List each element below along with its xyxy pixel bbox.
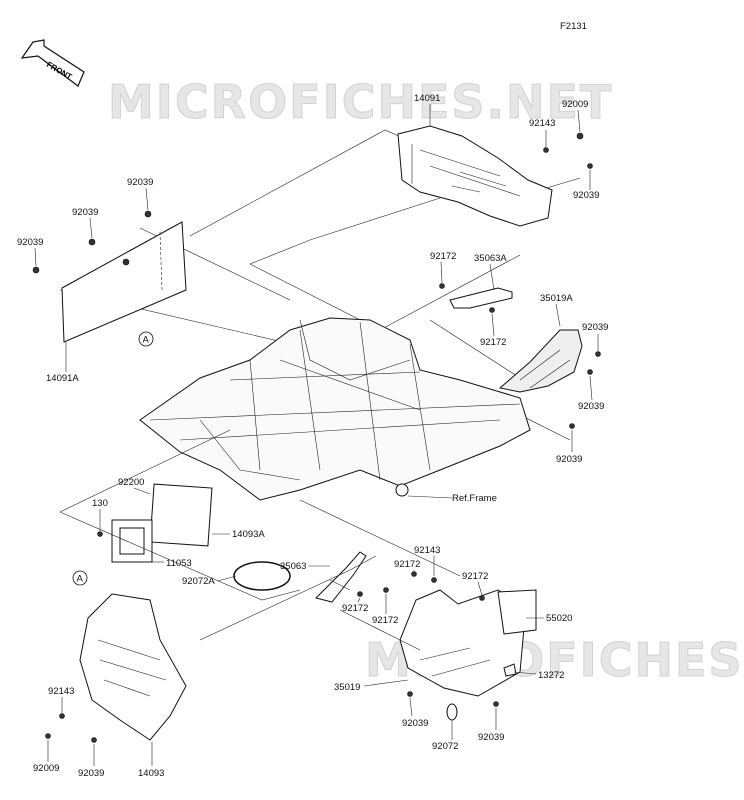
label-92039-tr: 92039 (573, 190, 599, 201)
callout-a-bottom: A (72, 570, 88, 586)
panel-14091A (61, 221, 187, 343)
fender-14093 (45, 593, 187, 743)
bracket-35063A (439, 283, 513, 313)
label-92172-d: 92172 (462, 571, 488, 582)
grommet-92072 (446, 703, 458, 721)
band-92072A (233, 561, 291, 591)
plate-14093A (97, 483, 213, 563)
label-11053: 11053 (166, 558, 192, 569)
label-14091: 14091 (414, 93, 440, 104)
label-92072: 92072 (432, 741, 458, 752)
label-35063: 35063 (280, 561, 306, 572)
leader-lines (34, 104, 599, 766)
label-92172-c: 92172 (394, 559, 420, 570)
mudguard-35019 (399, 571, 537, 721)
label-14093: 14093 (138, 768, 164, 779)
label-14093A: 14093A (232, 529, 265, 540)
label-14091A: 14091A (46, 373, 79, 384)
label-ref-frame: Ref.Frame (452, 493, 497, 504)
label-92039-r1: 92039 (582, 322, 608, 333)
label-92143-mid: 92143 (414, 545, 440, 556)
clip-13272 (503, 663, 517, 677)
label-92072A: 92072A (182, 576, 215, 587)
label-130: 130 (92, 498, 108, 509)
svg-text:A: A (77, 574, 84, 585)
label-92039-m: 92039 (402, 718, 428, 729)
label-92039-r3: 92039 (556, 454, 582, 465)
watermark-top: MICROFICHES.NET (108, 75, 613, 129)
front-arrow-icon: FRONT (20, 39, 85, 87)
figure-code: F2131 (560, 21, 587, 32)
label-92039-bl: 92039 (78, 768, 104, 779)
label-92200: 92200 (118, 477, 144, 488)
label-92009-bottom: 92009 (33, 763, 59, 774)
callout-a-top: A (138, 331, 154, 347)
label-92143-top: 92143 (529, 118, 555, 129)
label-55020: 55020 (546, 613, 572, 624)
label-92009-top: 92009 (562, 99, 588, 110)
label-92172-b: 92172 (480, 337, 506, 348)
label-92172-e: 92172 (342, 603, 368, 614)
assembly-lines-bottom (59, 429, 461, 651)
svg-text:A: A (143, 335, 150, 346)
part-labels: 14091 92009 92143 92039 92039 92039 9203… (17, 93, 608, 779)
label-13272: 13272 (538, 670, 564, 681)
label-92143-bottom: 92143 (48, 686, 74, 697)
label-35063A: 35063A (474, 253, 507, 264)
label-92039-n: 92039 (478, 732, 504, 743)
label-92039-r2: 92039 (578, 401, 604, 412)
hardware-top (32, 132, 601, 429)
label-92172-a: 92172 (430, 251, 456, 262)
main-frame (139, 317, 531, 501)
guard-35019A (498, 329, 583, 393)
label-92039-b: 92039 (72, 207, 98, 218)
bracket-35063 (315, 551, 389, 603)
label-35019A: 35019A (540, 293, 573, 304)
label-92039-a: 92039 (127, 177, 153, 188)
label-92039-c: 92039 (17, 237, 43, 248)
fender-14091 (397, 125, 553, 227)
label-35019: 35019 (334, 682, 360, 693)
label-92172-f: 92172 (372, 615, 398, 626)
